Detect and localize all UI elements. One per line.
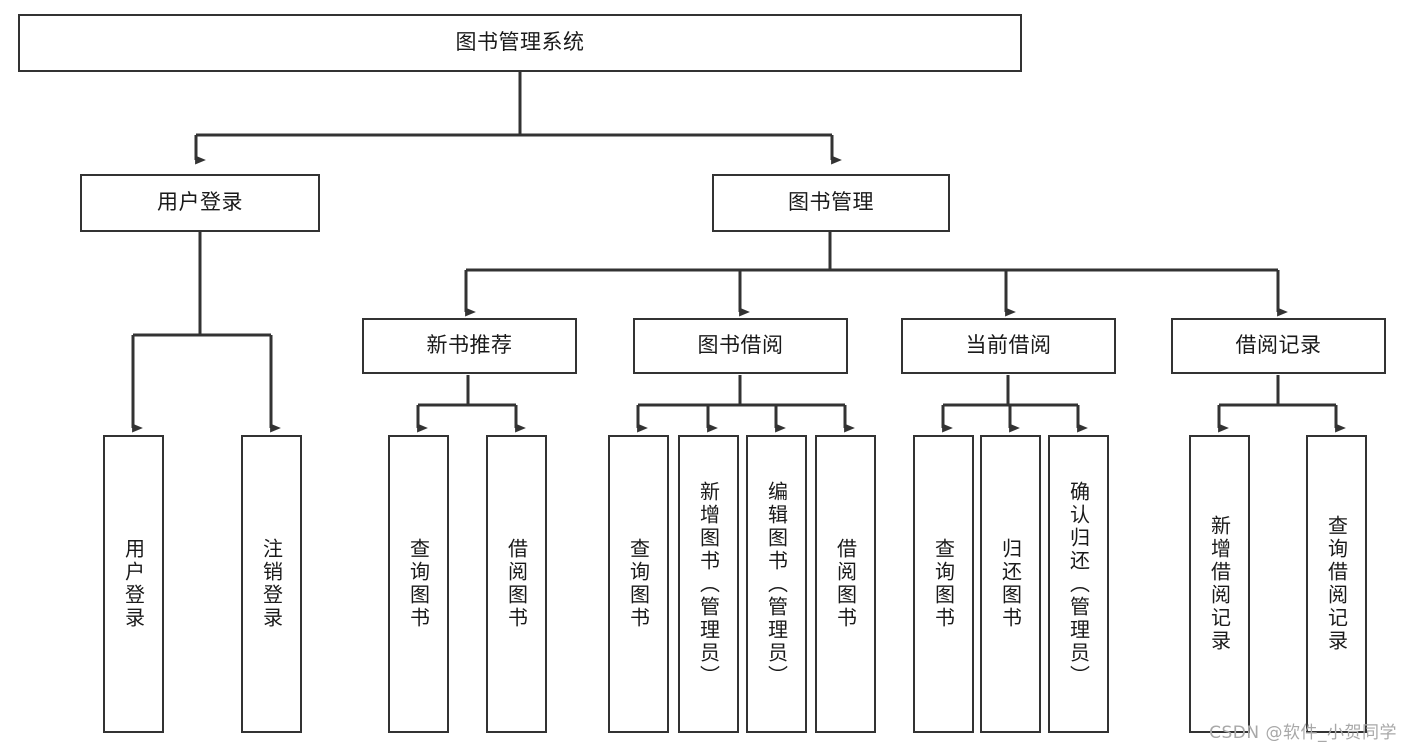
node-current-borrow[interactable]: 当前借阅 [901,318,1116,374]
leaf-edit-book-label: 编辑图书（管理员） [764,480,789,688]
node-borrow-record[interactable]: 借阅记录 [1171,318,1386,374]
node-new-book-recommend-label: 新书推荐 [426,333,513,358]
leaf-query-book-1-label: 查询图书 [406,538,431,630]
leaf-confirm-return[interactable]: 确认归还（管理员） [1048,435,1109,733]
leaf-add-book-label: 新增图书（管理员） [696,480,721,688]
leaf-query-record-label: 查询借阅记录 [1324,515,1349,653]
leaf-query-book-1[interactable]: 查询图书 [388,435,449,733]
node-book-manage[interactable]: 图书管理 [712,174,950,232]
node-book-borrow[interactable]: 图书借阅 [633,318,848,374]
leaf-user-login-label: 用户登录 [121,538,146,630]
leaf-query-book-2-label: 查询图书 [626,538,651,630]
leaf-query-book-3[interactable]: 查询图书 [913,435,974,733]
node-current-borrow-label: 当前借阅 [965,333,1052,358]
leaf-return-book[interactable]: 归还图书 [980,435,1041,733]
node-root[interactable]: 图书管理系统 [18,14,1022,72]
leaf-borrow-book-2-label: 借阅图书 [833,538,858,630]
node-user-login[interactable]: 用户登录 [80,174,320,232]
leaf-query-book-2[interactable]: 查询图书 [608,435,669,733]
leaf-add-record[interactable]: 新增借阅记录 [1189,435,1250,733]
leaf-query-record[interactable]: 查询借阅记录 [1306,435,1367,733]
leaf-borrow-book-1[interactable]: 借阅图书 [486,435,547,733]
node-book-borrow-label: 图书借阅 [697,333,784,358]
leaf-confirm-return-label: 确认归还（管理员） [1066,480,1091,688]
node-user-login-label: 用户登录 [157,190,243,215]
node-borrow-record-label: 借阅记录 [1235,333,1322,358]
leaf-return-book-label: 归还图书 [998,538,1023,630]
node-new-book-recommend[interactable]: 新书推荐 [362,318,577,374]
leaf-add-record-label: 新增借阅记录 [1207,515,1232,653]
leaf-user-logout-label: 注销登录 [259,538,284,630]
leaf-edit-book[interactable]: 编辑图书（管理员） [746,435,807,733]
leaf-query-book-3-label: 查询图书 [931,538,956,630]
node-root-label: 图书管理系统 [455,30,585,55]
node-book-manage-label: 图书管理 [788,190,874,215]
csdn-watermark: CSDN @软件_小贺同学 [1209,723,1397,743]
leaf-borrow-book-1-label: 借阅图书 [504,538,529,630]
leaf-add-book[interactable]: 新增图书（管理员） [678,435,739,733]
leaf-user-login[interactable]: 用户登录 [103,435,164,733]
leaf-user-logout[interactable]: 注销登录 [241,435,302,733]
leaf-borrow-book-2[interactable]: 借阅图书 [815,435,876,733]
